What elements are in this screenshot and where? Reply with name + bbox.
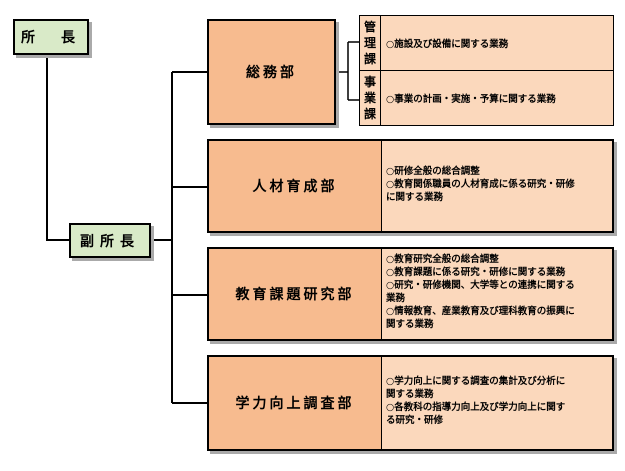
duty-line: ○教育研究全般の総合調整 [386,254,499,265]
duty-line: ○各教科の指導力向上及び学力向上に関す [386,402,566,413]
dept-gakuryoku: 学力向上調査部 ○学力向上に関する調査の集計及び分析に 関する業務 ○各教科の指… [207,355,614,451]
duty-line: 関する業務 [386,389,434,400]
dept-duties: ○教育研究全般の総合調整 ○教育課題に係る研究・研修に関する業務 ○研究・研修機… [381,249,612,339]
section-jigyo-duty: ○事業の計画・実施・予算に関する業務 [380,70,614,126]
section-kanri-duty: ○施設及び設備に関する業務 [380,15,614,71]
dept-duties: ○学力向上に関する調査の集計及び分析に 関する業務 ○各教科の指導力向上及び学力… [381,357,612,449]
director-box: 所 長 [13,19,89,55]
duty-line: 業務 [386,293,406,304]
dept-name: 教育課題研究部 [235,287,355,303]
dept-name: 人材育成部 [252,179,338,195]
duty-line: ○教育課題に係る研究・研修に関する業務 [386,267,566,278]
duty-line: る研究・研修 [386,415,444,426]
section-kanri-label: 管 理 課 [359,15,381,71]
dept-somu: 総務部 [207,19,336,125]
duty-line: 関する業務 [386,319,434,330]
duty-line: に関する業務 [386,192,444,203]
duty-line: ○研修全般の総合調整 [386,166,480,177]
dept-jinzai: 人材育成部 ○研修全般の総合調整 ○教育関係職員の人材育成に係る研究・研修 に関… [207,139,614,233]
director-deputy-line [46,57,70,241]
duty-line: ○研究・研修機関、大学等との連携に関する [386,280,575,291]
dept-name: 学力向上調査部 [235,396,355,412]
dept-duties: ○研修全般の総合調整 ○教育関係職員の人材育成に係る研究・研修 に関する業務 [381,141,612,231]
duty-line: ○教育関係職員の人材育成に係る研究・研修 [386,179,575,190]
duty-line: ○情報教育、産業教育及び理科教育の振興に [386,306,575,317]
section-jigyo-label: 事 業 課 [359,70,381,126]
deputy-box: 副所長 [69,223,151,258]
dept-name: 総務部 [246,65,297,81]
dept-kyoiku: 教育課題研究部 ○教育研究全般の総合調整 ○教育課題に係る研究・研修に関する業務… [207,247,614,341]
duty-line: ○学力向上に関する調査の集計及び分析に [386,376,566,387]
